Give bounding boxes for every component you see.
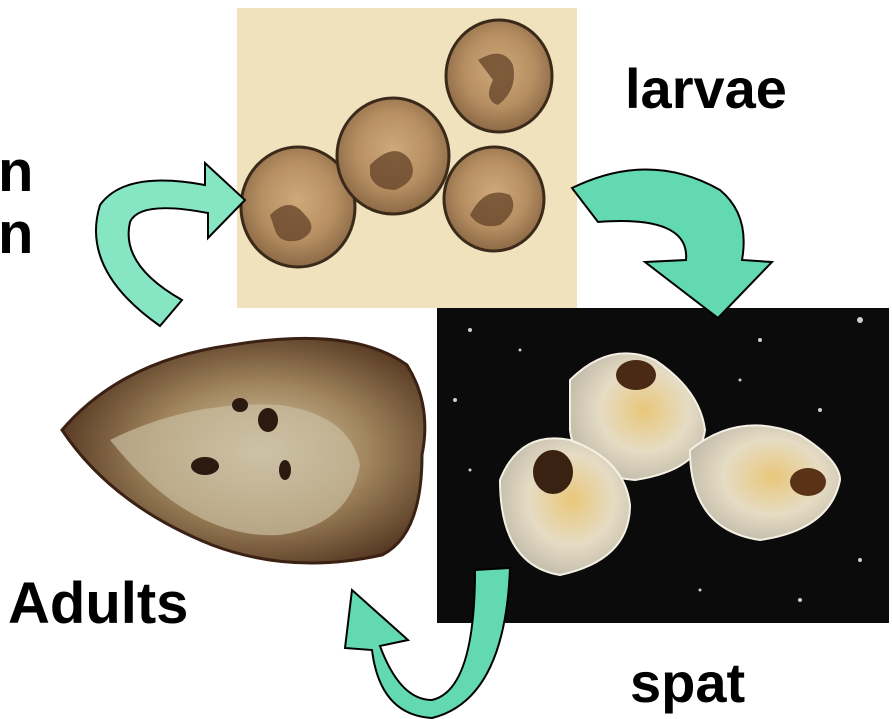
adults-label: Adults [8, 570, 188, 637]
larva [444, 147, 544, 251]
adult-oyster-photo [62, 338, 425, 563]
arrow-spat-to-adults [345, 568, 510, 718]
larvae-photo [237, 8, 577, 308]
arrow-adults-to-larvae [96, 163, 245, 326]
larvae-label: larvae [625, 56, 787, 121]
larva [446, 20, 552, 132]
clipped-text: n [0, 138, 33, 205]
clipped-text: n [0, 200, 33, 267]
spat-label: spat [630, 650, 745, 715]
larva [337, 98, 449, 214]
arrow-larvae-to-spat [572, 169, 772, 318]
